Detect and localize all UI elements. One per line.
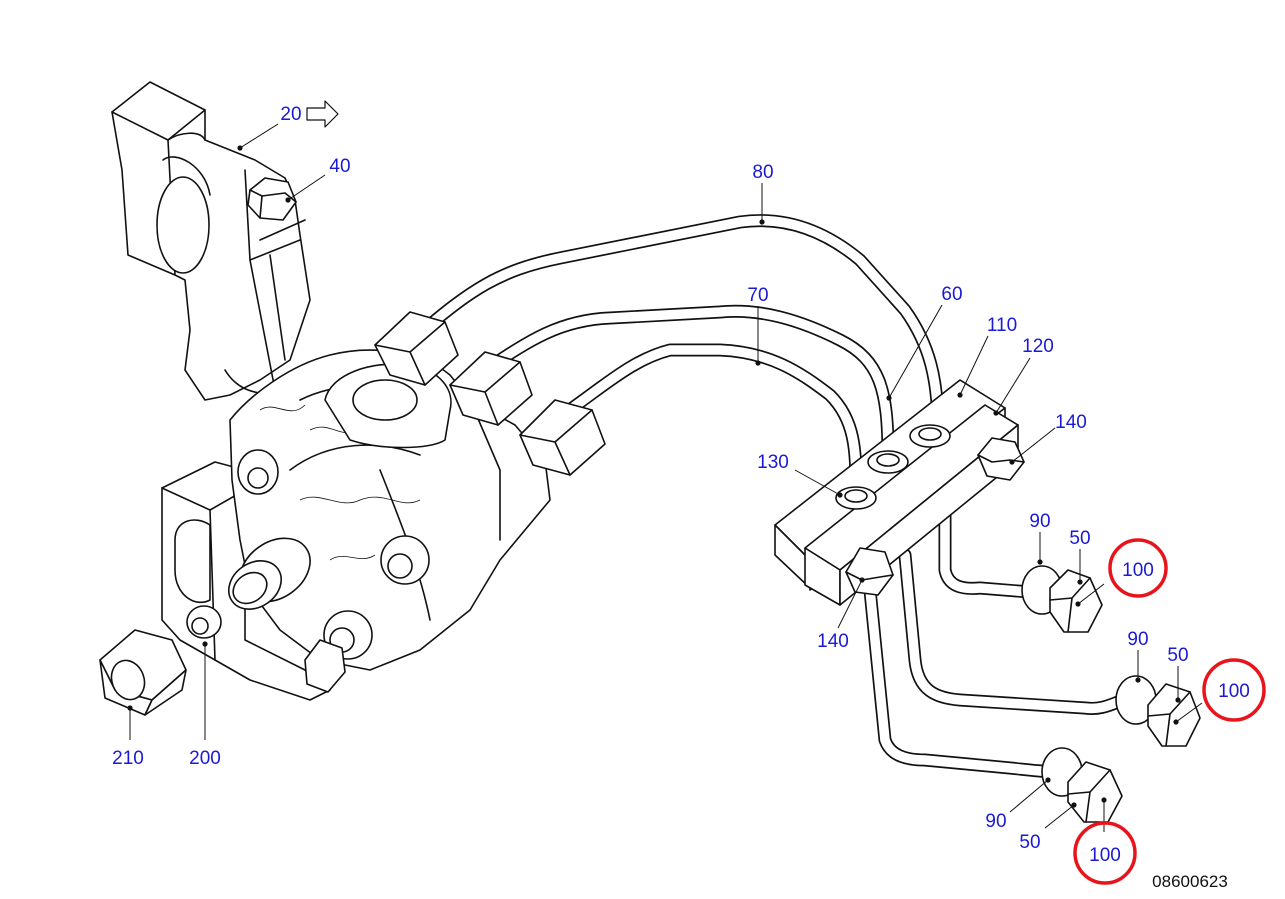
bolt-140-left <box>845 547 894 596</box>
callout-100-top[interactable]: 100 <box>1122 560 1154 581</box>
callout-110[interactable]: 110 <box>987 315 1017 336</box>
callout-120[interactable]: 120 <box>1022 336 1054 357</box>
drawing-number: 08600623 <box>1152 872 1228 891</box>
highlight-ring-100-middle <box>1202 658 1266 722</box>
callout-70[interactable]: 70 <box>747 285 768 306</box>
callout-50-bottom[interactable]: 50 <box>1019 832 1040 853</box>
nut-210 <box>99 629 187 716</box>
callout-50-middle[interactable]: 50 <box>1167 645 1188 666</box>
bracket <box>111 81 311 401</box>
callout-200[interactable]: 200 <box>189 748 221 769</box>
leader-lines <box>127 123 1203 832</box>
pipe-nut-70 <box>519 399 606 476</box>
cap-screws <box>237 449 430 693</box>
pipe-80 <box>411 214 945 437</box>
callout-50-top[interactable]: 50 <box>1069 528 1090 549</box>
valve-top-lobe <box>324 363 452 449</box>
pipe-nut-60 <box>449 351 533 426</box>
right-arrow-outline-icon <box>306 100 339 128</box>
callout-90-top[interactable]: 90 <box>1029 511 1050 532</box>
callout-90-middle[interactable]: 90 <box>1127 629 1148 650</box>
seal-200 <box>186 605 222 639</box>
highlight-rings <box>1073 538 1266 885</box>
callout-labels: 20 40 80 70 60 110 120 140 130 140 90 50… <box>112 104 1250 866</box>
grommets-130 <box>835 424 951 510</box>
fitting-bottom <box>1041 747 1123 823</box>
pipe-outlet-3 <box>863 583 1067 779</box>
callout-100-bottom[interactable]: 100 <box>1089 845 1121 866</box>
bolt-140-right <box>977 437 1025 481</box>
callout-140-right[interactable]: 140 <box>1055 412 1087 433</box>
callout-100-middle[interactable]: 100 <box>1218 681 1250 702</box>
callout-40[interactable]: 40 <box>329 156 350 177</box>
callout-130[interactable]: 130 <box>757 452 789 473</box>
pipe-nut-80 <box>374 311 459 386</box>
pipe-outlet-1 <box>938 508 1037 599</box>
clamp-block <box>774 379 1019 606</box>
valve-spigot <box>228 537 311 610</box>
pipe-outlet-2 <box>898 548 1125 715</box>
fitting-top <box>1021 565 1103 633</box>
callout-140-left[interactable]: 140 <box>817 631 849 652</box>
bolt-40 <box>247 177 297 221</box>
highlight-ring-100-top <box>1108 538 1168 598</box>
callout-20[interactable]: 20 <box>280 104 301 125</box>
fitting-middle <box>1115 675 1201 747</box>
callout-210[interactable]: 210 <box>112 748 144 769</box>
highlight-ring-100-bottom <box>1073 821 1137 885</box>
pipe-70 <box>548 343 863 497</box>
callout-60[interactable]: 60 <box>941 284 962 305</box>
callout-90-bottom[interactable]: 90 <box>985 811 1006 832</box>
callout-80[interactable]: 80 <box>752 162 773 183</box>
pipe-60 <box>478 304 895 462</box>
